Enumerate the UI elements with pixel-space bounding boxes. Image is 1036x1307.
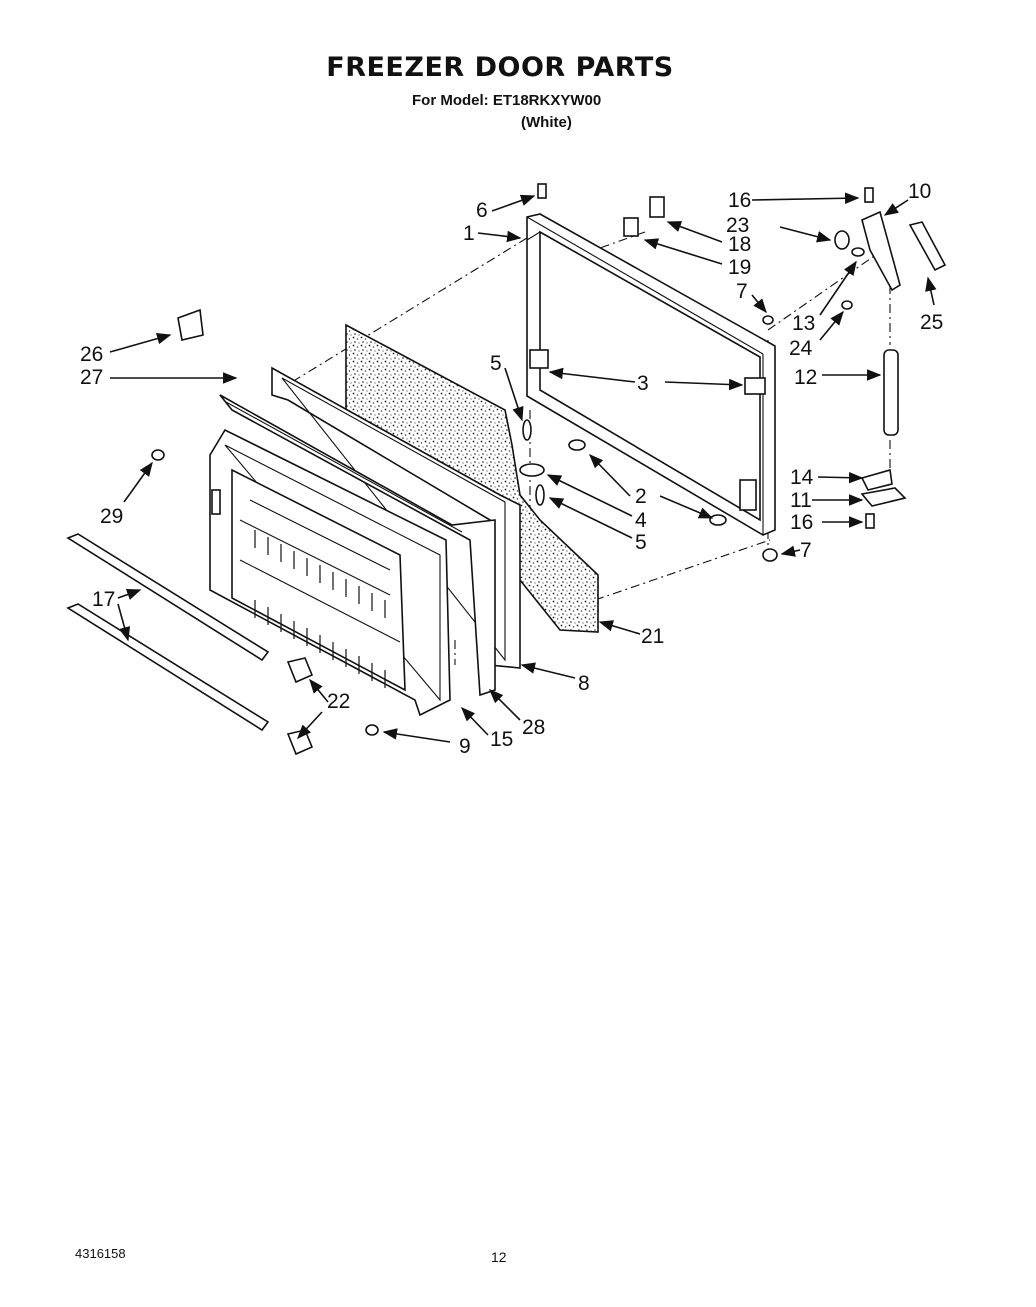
callout-label: 2: [635, 485, 647, 508]
callout-label: 9: [459, 735, 471, 758]
color-line: (White): [521, 114, 572, 131]
callout-label: 5: [635, 531, 647, 554]
callout-label: 21: [641, 625, 664, 648]
callout-label: 24: [789, 337, 813, 360]
door-liner: [209, 428, 451, 717]
callout-label: 10: [908, 180, 931, 203]
callout-label: 28: [522, 716, 545, 739]
hardware-parts: [151, 183, 947, 736]
document-number: 4316158: [75, 1246, 126, 1261]
callout-label: 14: [790, 466, 814, 489]
callout-label: 29: [100, 505, 123, 528]
callout-label: 1: [463, 222, 475, 245]
callout-labels: 1 2 3 4 5 5 6 7 7 8 9 10 11 12 13 14 15 …: [80, 180, 943, 758]
callout-label: 16: [790, 511, 813, 534]
page-title: FREEZER DOOR PARTS: [326, 52, 674, 83]
callout-label: 16: [728, 189, 751, 212]
callout-label: 22: [327, 690, 350, 713]
callout-label: 7: [736, 280, 748, 303]
callout-label: 5: [490, 352, 502, 375]
leader-lines: [109, 192, 937, 743]
callout-label: 4: [635, 509, 647, 532]
callout-label: 18: [728, 233, 751, 256]
callout-label: 11: [790, 489, 812, 512]
callout-label: 25: [920, 311, 943, 334]
outer-door-panel: [526, 213, 776, 536]
page-number: 12: [491, 1249, 507, 1265]
callout-label: 17: [92, 588, 115, 611]
callout-label: 13: [792, 312, 815, 335]
callout-label: 19: [728, 256, 751, 279]
callout-label: 6: [476, 199, 488, 222]
model-line: For Model: ET18RKXYW00: [412, 92, 602, 109]
callout-label: 8: [578, 672, 590, 695]
callout-label: 27: [80, 366, 103, 389]
callout-label: 23: [726, 214, 749, 237]
callout-label: 7: [800, 539, 812, 562]
callout-label: 12: [794, 366, 817, 389]
callout-label: 26: [80, 343, 103, 366]
callout-label: 3: [637, 372, 649, 395]
callout-label: 15: [490, 728, 513, 751]
